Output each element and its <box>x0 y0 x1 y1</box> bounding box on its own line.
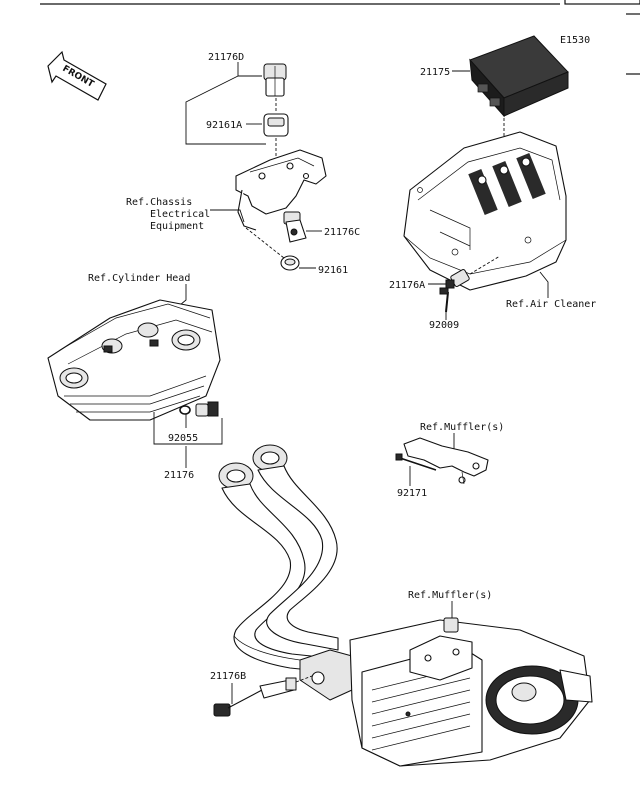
label-21176C: 21176C <box>324 227 360 238</box>
ref-chassis-line1: Ref.Chassis <box>126 197 192 208</box>
air-cleaner-housing <box>403 131 567 291</box>
sensor-21176B <box>213 677 297 717</box>
label-ref-cylinder-head: Ref.Cylinder Head <box>88 273 190 284</box>
label-21176A: 21176A <box>389 280 425 291</box>
ecu-21175 <box>469 35 569 118</box>
sensor-bracket <box>235 149 327 231</box>
gasket-92055 <box>179 405 191 415</box>
bolt-92009 <box>439 287 449 313</box>
grommet-92161A <box>263 113 289 137</box>
exhaust-pipes <box>218 444 339 673</box>
bolt-92171 <box>395 453 437 471</box>
label-92055: 92055 <box>168 433 198 444</box>
label-ref-air-cleaner: Ref.Air Cleaner <box>506 299 596 310</box>
sensor-21176C <box>283 211 307 243</box>
label-92171: 92171 <box>397 488 427 499</box>
label-21175: 21175 <box>420 67 450 78</box>
muffler-stay-bracket <box>403 437 489 485</box>
sensor-21176D <box>263 63 287 97</box>
label-92161A: 92161A <box>206 120 242 131</box>
grommet-92161 <box>280 255 300 271</box>
ref-chassis-line2: Electrical <box>150 209 210 220</box>
cylinder-head <box>47 299 221 421</box>
label-21176D: 21176D <box>208 52 244 63</box>
muffler <box>299 617 593 767</box>
sensor-21176 <box>195 401 219 417</box>
label-ref-muffler-lower: Ref.Muffler(s) <box>408 590 492 601</box>
label-21176B: 21176B <box>210 671 246 682</box>
label-ref-muffler-upper: Ref.Muffler(s) <box>420 422 504 433</box>
front-direction-arrow-icon: FRONT <box>47 50 107 101</box>
header-rule <box>40 0 640 75</box>
label-92161: 92161 <box>318 265 348 276</box>
label-92009: 92009 <box>429 320 459 331</box>
diagram-code: E1530 <box>560 35 590 46</box>
ref-chassis-line3: Equipment <box>150 221 204 232</box>
label-21176: 21176 <box>164 470 194 481</box>
leader-21176D <box>185 62 266 145</box>
